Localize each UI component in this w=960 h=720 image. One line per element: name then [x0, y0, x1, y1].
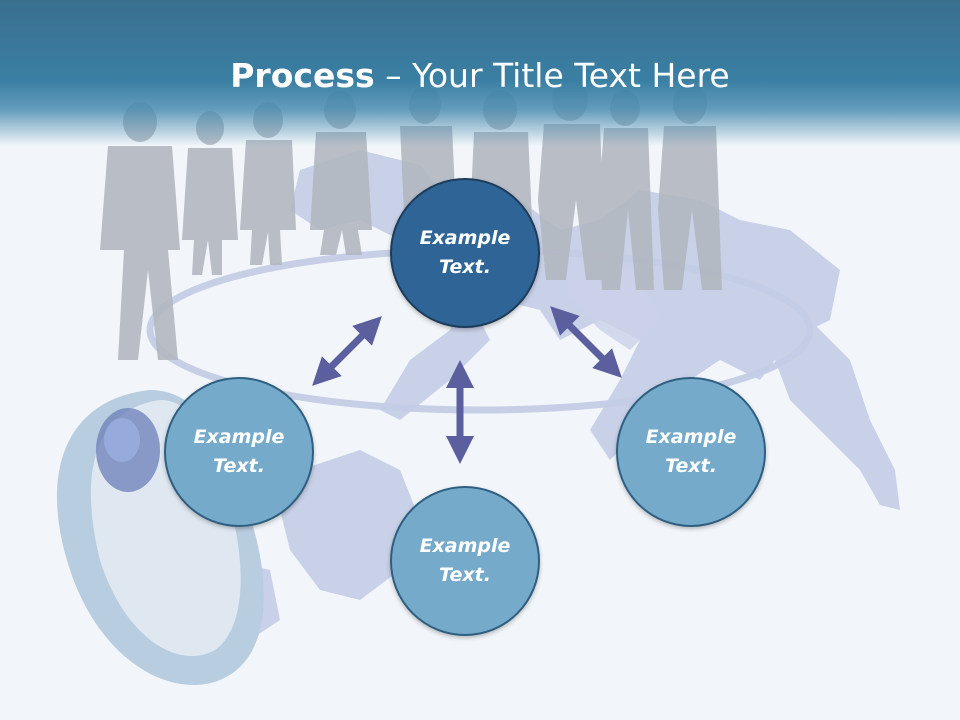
process-node-left[interactable]: Example Text. — [164, 377, 314, 527]
title-bar — [0, 0, 960, 146]
arrow-center-left — [312, 316, 382, 386]
title-bold: Process — [230, 56, 375, 95]
node-label: Example Text. — [193, 426, 285, 477]
process-node-bottom[interactable]: Example Text. — [390, 486, 540, 636]
node-label: Example Text. — [419, 227, 511, 278]
page-title: Process – Your Title Text Here — [0, 54, 960, 98]
process-node-right[interactable]: Example Text. — [616, 377, 766, 527]
node-label: Example Text. — [645, 426, 737, 477]
node-label: Example Text. — [419, 535, 511, 586]
title-rest: – Your Title Text Here — [374, 56, 730, 95]
arrow-center-right — [550, 306, 622, 378]
process-node-center[interactable]: Example Text. — [390, 178, 540, 328]
